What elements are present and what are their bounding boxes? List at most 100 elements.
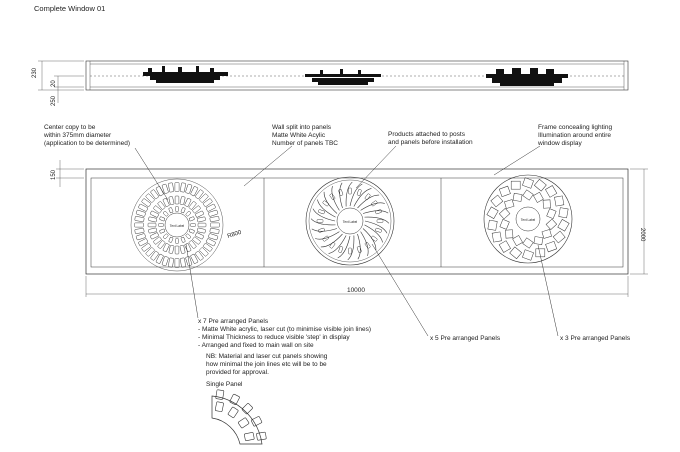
- panel-slot: [205, 203, 216, 212]
- spiral-shard: [331, 186, 340, 211]
- panel-slot: [316, 219, 324, 223]
- panel-slot: [150, 232, 159, 240]
- panel-slot: [135, 233, 146, 241]
- svg-text:window display: window display: [537, 140, 582, 147]
- panel-slot: [179, 196, 186, 206]
- panel-slot: [162, 233, 169, 240]
- dimension-20: 20: [51, 80, 57, 87]
- panel-slot: [153, 205, 162, 214]
- circle-1-inner-ring: [147, 195, 207, 255]
- single-panel-slots: [214, 389, 267, 442]
- panel-slot: [196, 216, 206, 223]
- panel-slot: [157, 240, 166, 249]
- panel-slot: [145, 193, 155, 203]
- dimension-2000: 2000: [639, 228, 645, 242]
- single-panel-slot: [250, 416, 263, 427]
- panel-slot: [371, 235, 378, 242]
- panel-slot: [174, 258, 180, 268]
- pinwheel-block: [522, 189, 534, 201]
- pinwheel-block: [510, 180, 521, 190]
- panel-slot: [192, 205, 201, 214]
- pinwheel-block: [533, 191, 544, 203]
- pinwheel-block: [542, 199, 551, 209]
- panel-slot: [175, 206, 179, 212]
- spiral-shard: [357, 233, 361, 260]
- panel-slot: [168, 207, 174, 214]
- panel-slot: [210, 222, 220, 228]
- single-panel-detail: [211, 389, 267, 445]
- panel-slot: [338, 189, 344, 196]
- spiral-shard: [323, 191, 338, 214]
- spiral-shard: [360, 231, 369, 256]
- panel-slot: [162, 198, 170, 207]
- panel-slot: [180, 236, 186, 243]
- pinwheel-block: [498, 208, 511, 220]
- circle-display-2: Text Label: [305, 176, 395, 266]
- dimension-150: 150: [51, 169, 57, 180]
- pinwheel-block: [554, 195, 565, 207]
- single-panel-slot: [237, 417, 250, 429]
- panel-slot: [162, 243, 170, 252]
- plan-dimensions: [56, 160, 648, 297]
- pinwheel-block: [512, 235, 523, 247]
- panel-slot: [199, 193, 209, 203]
- single-panel-slot: [241, 403, 253, 415]
- spiral-shard: [364, 216, 390, 224]
- panel-slot: [155, 253, 164, 264]
- pinwheel-block: [546, 208, 557, 220]
- elevation-product-cluster-1: [143, 66, 228, 83]
- pinwheel-block: [533, 178, 547, 192]
- svg-text:Matte White Acylic: Matte White Acylic: [272, 132, 326, 139]
- svg-text:and panels before installation: and panels before installation: [388, 139, 473, 146]
- panel-slot: [188, 240, 197, 249]
- svg-text:NB: Material and laser cut pan: NB: Material and laser cut panels showin…: [206, 353, 328, 360]
- circle-1-outer-ring: [134, 182, 220, 268]
- svg-text:- Arranged and fixed to main w: - Arranged and fixed to main wall on sit…: [198, 342, 314, 349]
- single-panel-label: Single Panel: [206, 381, 243, 388]
- spiral-shard: [320, 233, 343, 248]
- panel-slot: [371, 200, 378, 207]
- circle-display-1: Text Label: [130, 178, 224, 272]
- svg-text:Illumination around entire: Illumination around entire: [538, 132, 611, 139]
- svg-text:within 375mm diameter: within 375mm diameter: [43, 132, 112, 139]
- svg-text:Center copy to be: Center copy to be: [44, 124, 96, 131]
- svg-text:provided for approval.: provided for approval.: [206, 369, 269, 376]
- pinwheel-block: [545, 240, 558, 253]
- panel-slot: [329, 193, 336, 200]
- panel-slot: [199, 247, 209, 257]
- panel-slot: [150, 210, 159, 218]
- pinwheel-block: [490, 194, 504, 208]
- panel-slot: [134, 222, 144, 228]
- pinwheel-block: [552, 230, 566, 244]
- pinwheel-block: [522, 177, 534, 189]
- note-3-panels: x 3 Pre arranged Panels: [560, 335, 631, 342]
- panel-slot: [180, 182, 186, 193]
- panel-slot: [179, 244, 186, 254]
- svg-text:x 7 Pre arranged Panels: x 7 Pre arranged Panels: [198, 318, 269, 325]
- panel-slot: [145, 247, 155, 257]
- panel-slot: [208, 209, 219, 217]
- single-panel-slot: [244, 432, 255, 442]
- spiral-shard: [349, 183, 363, 207]
- pinwheel-block: [486, 206, 499, 219]
- pinwheel-block: [505, 229, 514, 239]
- panel-slot: [168, 244, 175, 254]
- circle-2-spiral-pattern: [310, 181, 390, 261]
- window-inner-frame: [90, 177, 624, 268]
- panel-slot: [147, 222, 157, 228]
- single-panel-slot: [215, 389, 225, 400]
- panel-slot: [209, 228, 220, 234]
- panel-slot: [190, 186, 199, 197]
- elevation-product-cluster-2: [305, 69, 381, 85]
- panel-slot: [188, 228, 195, 234]
- pinwheel-block: [545, 185, 558, 198]
- panel-slot: [158, 223, 164, 227]
- spiral-shard: [337, 235, 351, 259]
- single-panel-slot: [256, 431, 267, 441]
- pinwheel-block: [545, 218, 558, 230]
- pinwheel-block: [522, 237, 534, 249]
- panel-slot: [322, 200, 329, 207]
- panel-slot: [184, 243, 192, 252]
- elevation-frame: [85, 60, 629, 91]
